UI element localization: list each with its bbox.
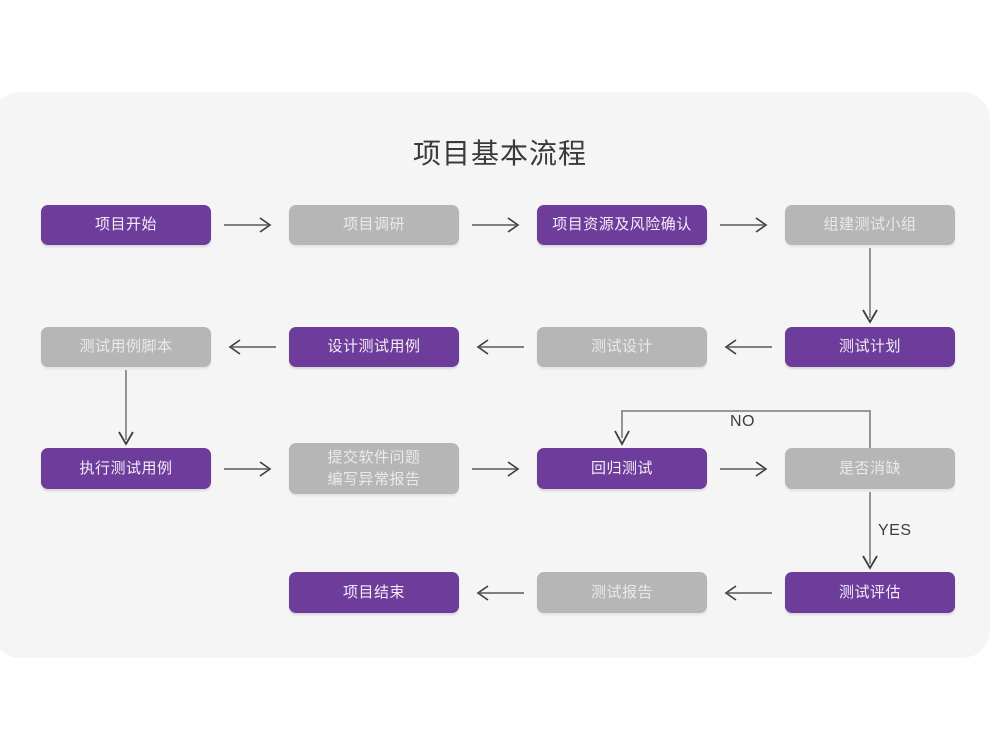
node-project-start[interactable]: 项目开始 — [41, 205, 211, 245]
flowchart-panel — [0, 92, 990, 658]
node-test-case-script[interactable]: 测试用例脚本 — [41, 327, 211, 367]
edge-label-no: NO — [730, 413, 755, 430]
node-test-plan[interactable]: 测试计划 — [785, 327, 955, 367]
node-defect-resolved-decision[interactable]: 是否消缺 — [785, 448, 955, 489]
node-test-evaluation[interactable]: 测试评估 — [785, 572, 955, 613]
node-project-research[interactable]: 项目调研 — [289, 205, 459, 245]
node-project-end[interactable]: 项目结束 — [289, 572, 459, 613]
node-regression-test[interactable]: 回归测试 — [537, 448, 707, 489]
node-execute-test-case[interactable]: 执行测试用例 — [41, 448, 211, 489]
node-test-design[interactable]: 测试设计 — [537, 327, 707, 367]
node-test-report[interactable]: 测试报告 — [537, 572, 707, 613]
node-build-test-team[interactable]: 组建测试小组 — [785, 205, 955, 245]
edge-label-yes: YES — [878, 522, 912, 539]
node-resource-risk-confirm[interactable]: 项目资源及风险确认 — [537, 205, 707, 245]
node-submit-issue-report[interactable]: 提交软件问题 编写异常报告 — [289, 443, 459, 494]
node-design-test-case[interactable]: 设计测试用例 — [289, 327, 459, 367]
page-title: 项目基本流程 — [412, 138, 587, 169]
